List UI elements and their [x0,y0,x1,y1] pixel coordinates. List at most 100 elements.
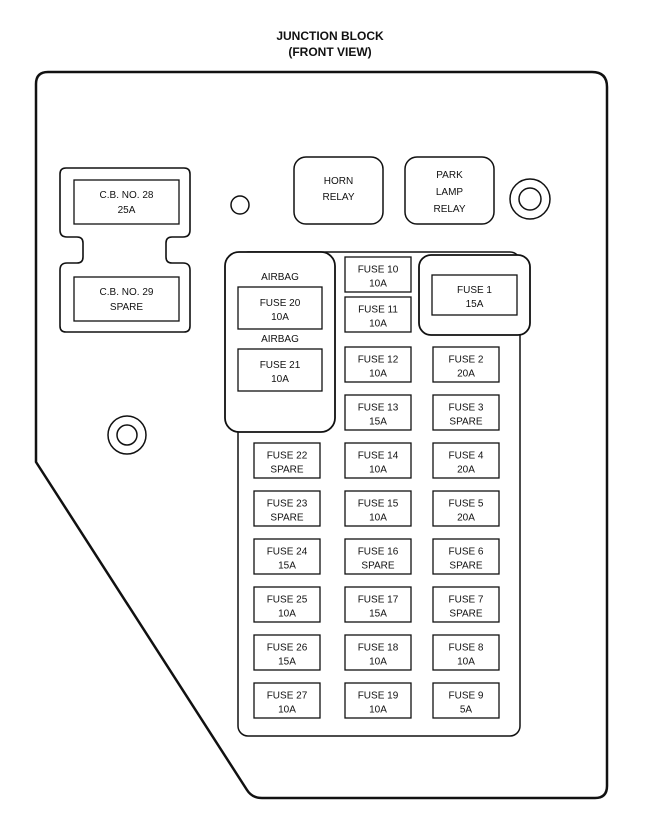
circuit-breaker-28: C.B. NO. 28 25A [73,179,180,225]
fuse-body [432,538,500,575]
fuse-panel [237,251,521,737]
fuse-4: FUSE 4 20A [432,442,500,479]
horn-relay: HORN RELAY [293,156,384,225]
fuse-name: FUSE 1 [457,285,492,296]
fuse-rating: 15A [278,657,296,668]
park-lamp-relay-label-line2: LAMP [436,187,464,198]
fuse-body [432,682,500,719]
fuse-name: FUSE 15 [358,499,399,510]
circuit-breaker-29-body [73,276,180,322]
fuse-name: FUSE 22 [267,451,308,462]
fuse-rating: SPARE [270,513,303,524]
fuse-body [237,348,323,392]
fuse-body [344,346,412,383]
fuse-body [344,490,412,527]
park-lamp-relay-label-line3: RELAY [433,204,465,215]
fuse-name: FUSE 19 [358,691,399,702]
fuse-body [432,634,500,671]
fuse-body [431,274,518,316]
mounting-hole [230,195,250,215]
mounting-stud-left [107,415,147,455]
fuse-rating: 10A [457,657,475,668]
fuse-rating: 10A [369,705,387,716]
fuse-rating: 10A [369,465,387,476]
fuse-rating: SPARE [449,609,482,620]
fuse-name: FUSE 6 [448,547,483,558]
fuse-body [344,634,412,671]
fuse-body [432,442,500,479]
fuse-name: FUSE 16 [358,547,399,558]
fuse-name: FUSE 12 [358,355,399,366]
fuse-rating: 5A [460,705,473,716]
fuse-body [253,490,321,527]
fuse-9: FUSE 9 5A [432,682,500,719]
fuse-rating: 10A [369,513,387,524]
horn-relay-body [293,156,384,225]
fuse-body [253,586,321,623]
airbag-label-upper: AIRBAG [261,272,299,283]
fuse-11: FUSE 11 10A [344,296,412,333]
circuit-breaker-28-rating: 25A [118,205,136,216]
fuse-name: FUSE 11 [358,305,398,316]
fuse-rating: 15A [278,561,296,572]
fuse-name: FUSE 26 [267,643,308,654]
circuit-breaker-29: C.B. NO. 29 SPARE [73,276,180,322]
fuse-body [344,442,412,479]
fuse-name: FUSE 9 [448,691,483,702]
fuse-rating: SPARE [449,417,482,428]
fuse-name: FUSE 13 [358,403,399,414]
fuse-body [253,442,321,479]
fuse-name: FUSE 27 [267,691,308,702]
circuit-breaker-holder [59,167,191,333]
fuse-rating: 10A [369,369,387,380]
mounting-stud-upper-right [509,178,551,220]
fuse-1: FUSE 1 15A [431,274,518,316]
fuse-name: FUSE 4 [448,451,483,462]
fuse-rating: 20A [457,465,475,476]
fuse-rating: 10A [369,319,387,330]
fuse-21: FUSE 21 10A [237,348,323,392]
fuse-14: FUSE 14 10A [344,442,412,479]
fuse-rating: 20A [457,369,475,380]
fuse-26: FUSE 26 15A [253,634,321,671]
fuse-name: FUSE 14 [358,451,399,462]
mounting-stud-outer-ring [107,415,147,455]
fuse-name: FUSE 18 [358,643,399,654]
horn-relay-label-line1: HORN [324,176,353,187]
fuse-body [253,634,321,671]
fuse-name: FUSE 3 [448,403,483,414]
fuse-body [237,286,323,330]
fuse-13: FUSE 13 15A [344,394,412,431]
fuse-name: FUSE 21 [260,360,301,371]
fuse-rating: 15A [369,417,387,428]
diagram-title-line2: (FRONT VIEW) [288,45,371,59]
circuit-breaker-29-name: C.B. NO. 29 [100,287,154,298]
mounting-stud-inner-ring [116,424,138,446]
park-lamp-relay-body [404,156,495,225]
fuse-rating: 10A [278,609,296,620]
fuse-body [344,586,412,623]
fuse-body [432,394,500,431]
diagram-title-line1: JUNCTION BLOCK [276,29,384,43]
park-lamp-relay-label-line1: PARK [436,170,463,181]
mounting-stud-outer-ring [509,178,551,220]
fuse-rating: 10A [271,374,289,385]
fuse-rating: 20A [457,513,475,524]
fuse-rating: 15A [466,299,484,310]
park-lamp-relay: PARK LAMP RELAY [404,156,495,225]
fuse-body [432,346,500,383]
